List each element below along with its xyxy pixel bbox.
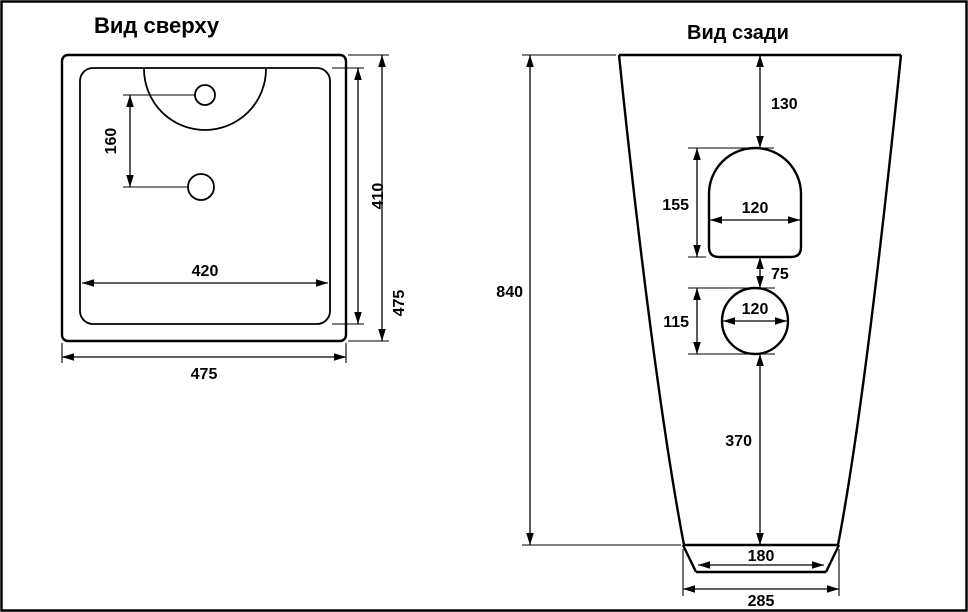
dim-label-drain-to-floor: 370 bbox=[725, 433, 752, 450]
back-view: Вид сзади 840 130 155 bbox=[496, 22, 903, 610]
dim-label-foot-width: 180 bbox=[748, 548, 775, 565]
dim-label-base-width: 285 bbox=[748, 593, 775, 610]
sink-outer-contour bbox=[60, 53, 348, 343]
top-view: Вид сверху 160 420 410 bbox=[60, 13, 408, 383]
back-view-title: Вид сзади bbox=[687, 22, 789, 44]
dim-label-arch-width: 120 bbox=[742, 200, 769, 217]
dim-label-inner-depth: 410 bbox=[370, 183, 387, 210]
dim-label-arch-height: 155 bbox=[662, 197, 689, 214]
drain-hole bbox=[187, 173, 215, 201]
dim-label-outer-depth: 475 bbox=[391, 290, 408, 317]
pedestal-right-side bbox=[836, 54, 903, 546]
dim-label-top-to-faucet-hole: 130 bbox=[771, 96, 798, 113]
dim-label-total-height: 840 bbox=[496, 284, 523, 301]
dim-label-outer-width: 475 bbox=[191, 366, 218, 383]
sink-inner-contour bbox=[79, 67, 331, 325]
dim-label-hole-spacing: 160 bbox=[103, 128, 120, 155]
dim-label-inner-width: 420 bbox=[192, 263, 219, 280]
dim-label-circle-width: 120 bbox=[742, 301, 769, 318]
arched-cutout bbox=[707, 146, 803, 259]
faucet-platform-arc bbox=[143, 68, 267, 131]
faucet-hole bbox=[194, 84, 216, 106]
foot-left-edge bbox=[681, 544, 698, 573]
pedestal-left-side bbox=[617, 54, 686, 546]
foot-right-edge bbox=[824, 544, 841, 573]
dim-label-hole-gap: 75 bbox=[771, 266, 789, 283]
dim-label-circle-height: 115 bbox=[663, 314, 689, 331]
top-view-title: Вид сверху bbox=[94, 13, 220, 38]
